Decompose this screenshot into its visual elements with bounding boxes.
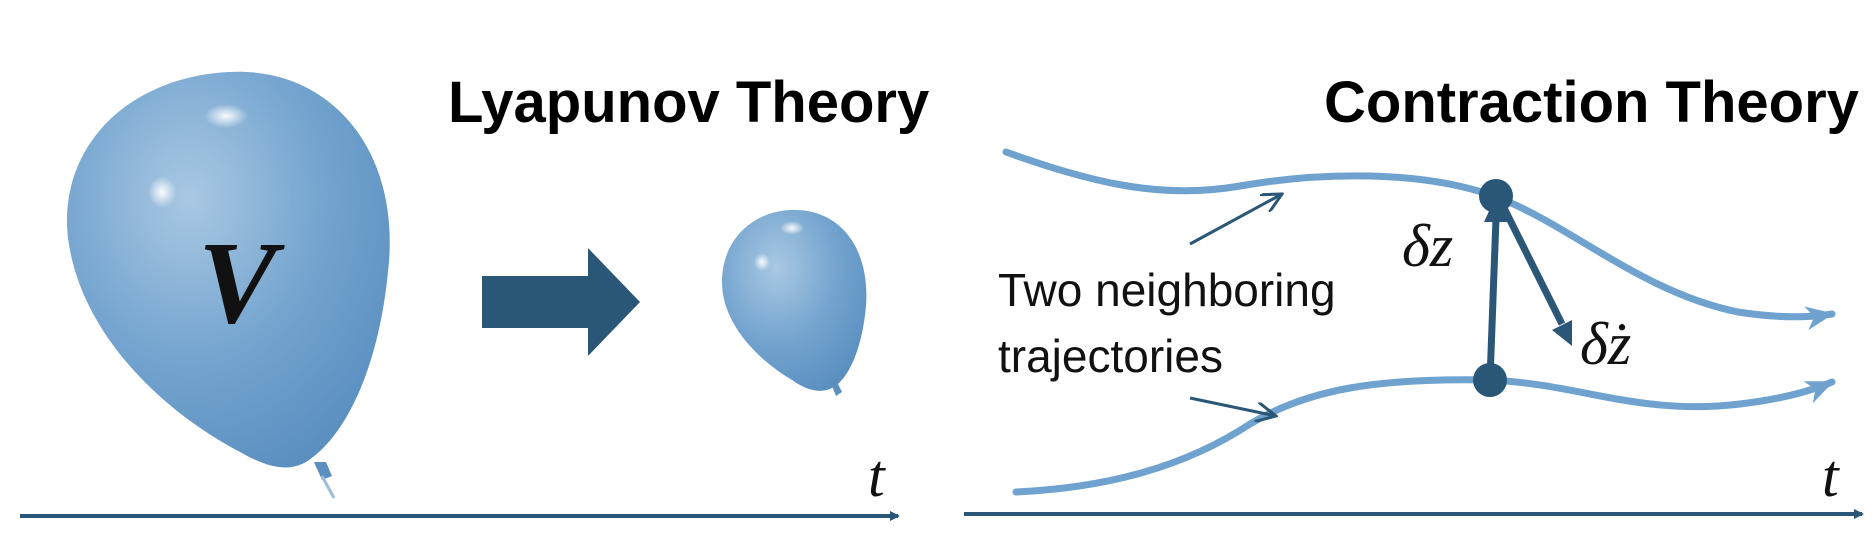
pointer-upper (1189, 194, 1282, 246)
lyapunov-title: Lyapunov Theory (448, 70, 929, 135)
annotation-line-2: trajectories (998, 330, 1223, 382)
trajectory-point-upper (1479, 179, 1513, 213)
annotation-line-1: Two neighboring (998, 264, 1336, 316)
contraction-title: Contraction Theory (1324, 70, 1859, 135)
lyapunov-panel: Lyapunov Theory V t (20, 70, 929, 521)
lyapunov-time-label: t (868, 443, 886, 509)
small-balloon (722, 209, 867, 396)
shrink-arrow (482, 248, 640, 356)
delta-z-arrow (1486, 217, 1500, 381)
contraction-time-label: t (1822, 443, 1840, 509)
delta-zdot-arrow (1498, 202, 1566, 326)
delta-z-label: δz (1402, 213, 1453, 279)
lyapunov-function-label: V (198, 217, 285, 348)
delta-zdot-label: δż (1580, 311, 1631, 377)
upper-trajectory (1002, 148, 1836, 331)
trajectory-point-lower (1473, 363, 1507, 397)
large-balloon: V (67, 71, 390, 499)
lower-trajectory (1012, 376, 1836, 496)
pointer-lower (1189, 396, 1276, 416)
contraction-panel: Contraction Theory Two neighboring traje… (964, 70, 1864, 519)
